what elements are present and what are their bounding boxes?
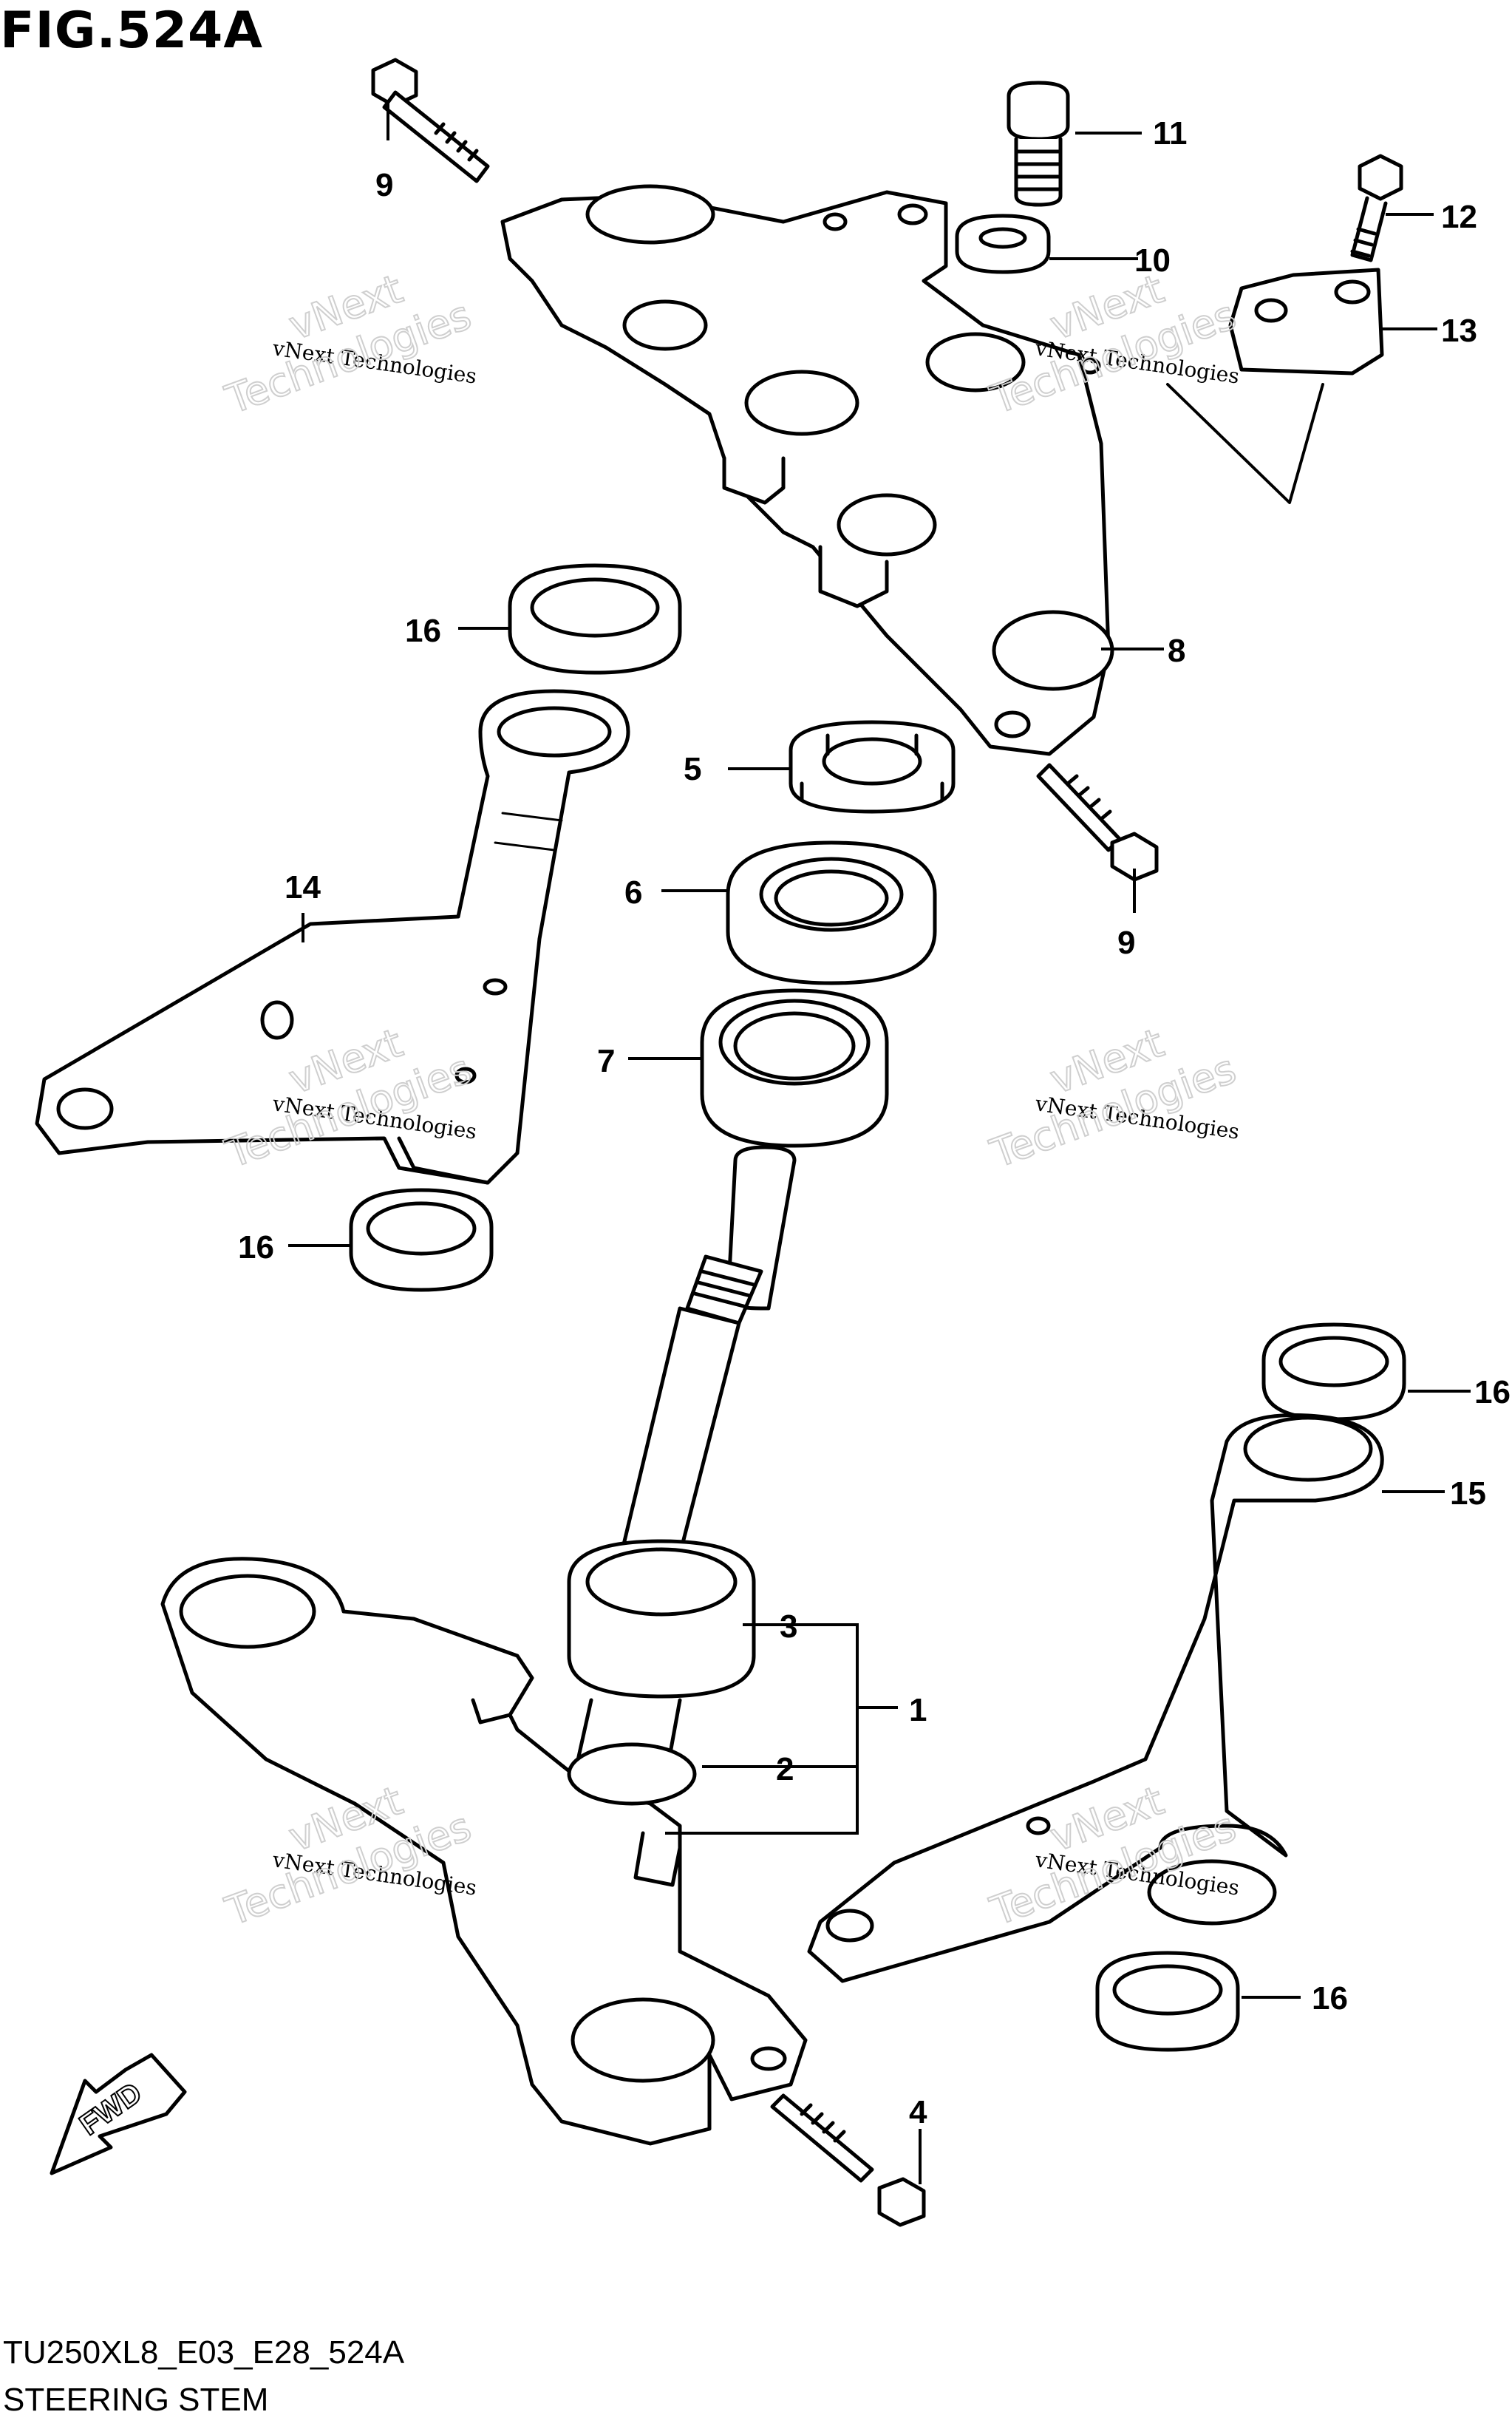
fwd-direction-arrow: [50, 2053, 187, 2175]
callout-9-lower: 9: [1117, 925, 1135, 961]
upper-bracket-8[interactable]: [500, 184, 1114, 756]
callout-2: 2: [776, 1751, 794, 1787]
callout-16-lower-left: 16: [238, 1229, 274, 1265]
washer-10[interactable]: [955, 214, 1051, 274]
callout-3: 3: [780, 1608, 797, 1645]
figure-title: FIG.524A: [0, 1, 263, 60]
bolt-11[interactable]: [1007, 81, 1070, 207]
ring-16-lower-left[interactable]: [349, 1188, 494, 1292]
watermark-middle-right: vNext vNext Technologies Technologies: [984, 1019, 1242, 1178]
bolt-9-top[interactable]: [371, 58, 490, 183]
leader-3-1: [665, 1623, 859, 1835]
callout-16-upper-left: 16: [405, 613, 441, 649]
bracket-14[interactable]: [35, 689, 630, 1185]
callout-6: 6: [624, 874, 642, 911]
bracket-15[interactable]: [807, 1413, 1384, 1983]
callout-10: 10: [1134, 242, 1171, 279]
callout-12: 12: [1441, 199, 1477, 235]
callout-4: 4: [909, 2094, 927, 2130]
lower-bracket[interactable]: [160, 1557, 808, 2146]
ring-16-lower-right[interactable]: [1095, 1951, 1240, 2052]
diagram-code: TU250XL8_E03_E28_524A: [3, 2334, 405, 2371]
callout-8: 8: [1168, 633, 1185, 669]
ring-16-upper-left[interactable]: [508, 563, 682, 675]
dust-seal-6[interactable]: [726, 840, 937, 985]
stem-collar-3[interactable]: [567, 1539, 756, 1784]
nut-5[interactable]: [789, 720, 956, 814]
bolt-12[interactable]: [1350, 154, 1403, 262]
callout-15: 15: [1450, 1475, 1486, 1512]
callout-11: 11: [1153, 115, 1188, 152]
callout-16-lower-right: 16: [1312, 1980, 1348, 2016]
ring-16-upper-right[interactable]: [1261, 1322, 1406, 1421]
clamp-cap-13[interactable]: [1166, 268, 1384, 504]
diagram-name: STEERING STEM: [3, 2382, 269, 2418]
bearing-7[interactable]: [700, 988, 889, 1148]
callout-5: 5: [684, 751, 701, 787]
callout-13: 13: [1441, 313, 1477, 349]
bolt-4[interactable]: [770, 2093, 926, 2227]
callout-7: 7: [597, 1043, 615, 1079]
callout-9-top: 9: [375, 167, 393, 203]
callout-1: 1: [909, 1692, 927, 1728]
callout-14: 14: [285, 869, 321, 905]
callout-16-upper-right: 16: [1474, 1374, 1511, 1410]
bolt-9-lower[interactable]: [1036, 763, 1159, 882]
watermark-upper-left: vNext vNext Technologies Technologies: [219, 265, 478, 424]
